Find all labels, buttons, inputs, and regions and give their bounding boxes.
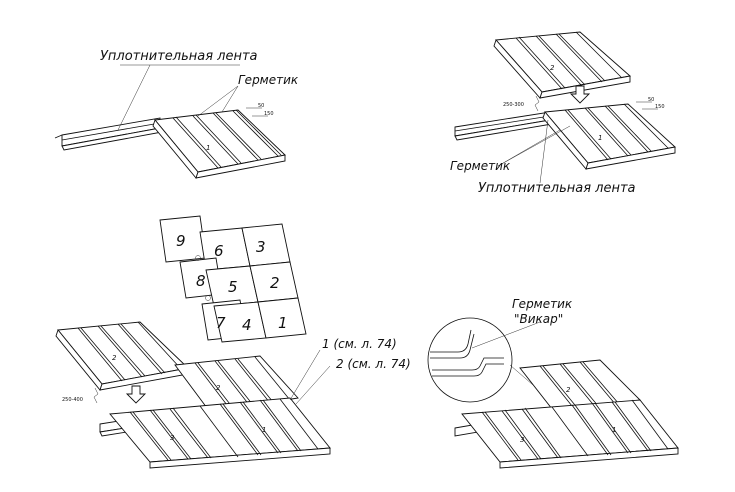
leader-sealant-r2 <box>497 125 571 167</box>
roof-panel-2-final: 2 <box>519 359 641 415</box>
roof-panel-1: 1 <box>152 109 286 179</box>
seq-5: 5 <box>228 278 238 296</box>
connector-b <box>205 295 211 301</box>
roof-panel-2-upper: 2 <box>493 31 631 99</box>
label-sealant-right: Герметик <box>450 159 511 173</box>
panel-number-2c: 2 <box>112 354 117 362</box>
roof-panel-1-lower: 1 <box>542 103 676 170</box>
gap-250-300: 250-300 <box>503 102 524 108</box>
panel-number-2: 2 <box>550 64 555 72</box>
seq-2: 2 <box>270 274 280 292</box>
seq-9: 9 <box>176 232 186 250</box>
seq-7: 7 <box>216 314 226 332</box>
panel-number-3: 3 <box>170 434 174 442</box>
leader-ref-1 <box>289 349 321 401</box>
label-vikar-1: Герметик <box>512 297 573 311</box>
gap-dim-break-2 <box>93 387 99 404</box>
seq-1: 1 <box>278 314 288 332</box>
dim-50: 50 <box>258 103 264 109</box>
dim-150b: 150 <box>655 104 665 110</box>
roof-panel-2-top: 2 <box>55 321 189 391</box>
roof-panels-3-1: 3 1 <box>109 397 331 469</box>
leader-tape-r <box>539 119 549 184</box>
label-seal-tape: Уплотнительная лента <box>100 49 258 64</box>
leader-sealant-b <box>197 85 239 117</box>
leader-seal-tape <box>117 64 151 131</box>
leader-ref-2 <box>295 365 331 405</box>
seq-6: 6 <box>214 242 224 260</box>
panel-number-2e: 2 <box>566 386 571 394</box>
label-ref-1: 1 (см. л. 74) <box>322 337 397 351</box>
connector-a <box>195 255 201 261</box>
leader-vikar <box>471 321 541 349</box>
seq-8: 8 <box>196 272 206 290</box>
purlin-beam <box>54 117 163 151</box>
label-sealant: Герметик <box>238 73 299 87</box>
diagram-1-first-panel: 1 Уплотнительная лента Герметик 50 150 <box>54 49 299 179</box>
diagram-4-sealant-detail: Герметик "Викар" 2 <box>427 297 679 469</box>
purlin-beam-2 <box>454 111 553 141</box>
installation-sequence-scheme: 9 6 3 8 5 2 7 4 1 <box>159 215 307 343</box>
label-ref-2: 2 (см. л. 74) <box>336 357 411 371</box>
leader-sealant-a <box>221 85 239 113</box>
panel-number-1d: 1 <box>612 426 616 434</box>
diagram-3-third-panel: 2 250-400 2 <box>55 321 411 469</box>
arrow-down-icon-2 <box>125 385 147 404</box>
roof-panels-3-1-final: 3 1 <box>461 399 679 469</box>
panel-number-1: 1 <box>206 144 210 152</box>
label-seal-tape-right: Уплотнительная лента <box>478 181 636 196</box>
seq-3: 3 <box>256 238 266 256</box>
dim-50b: 50 <box>648 97 654 103</box>
panel-number-2d: 2 <box>216 384 221 392</box>
roof-panel-2-installed: 2 <box>174 355 299 413</box>
panel-number-1c: 1 <box>262 426 266 434</box>
gap-250-400: 250-400 <box>62 397 83 403</box>
detail-callout-circle <box>427 317 513 403</box>
seq-4: 4 <box>242 316 252 334</box>
diagram-2-second-panel: 2 250-300 1 <box>450 31 676 196</box>
panel-number-3b: 3 <box>520 436 524 444</box>
label-vikar-2: "Викар" <box>514 312 563 326</box>
dim-150: 150 <box>264 111 274 117</box>
gap-dim-break <box>534 95 540 112</box>
panel-number-1b: 1 <box>598 134 602 142</box>
arrow-down-icon <box>569 85 591 104</box>
